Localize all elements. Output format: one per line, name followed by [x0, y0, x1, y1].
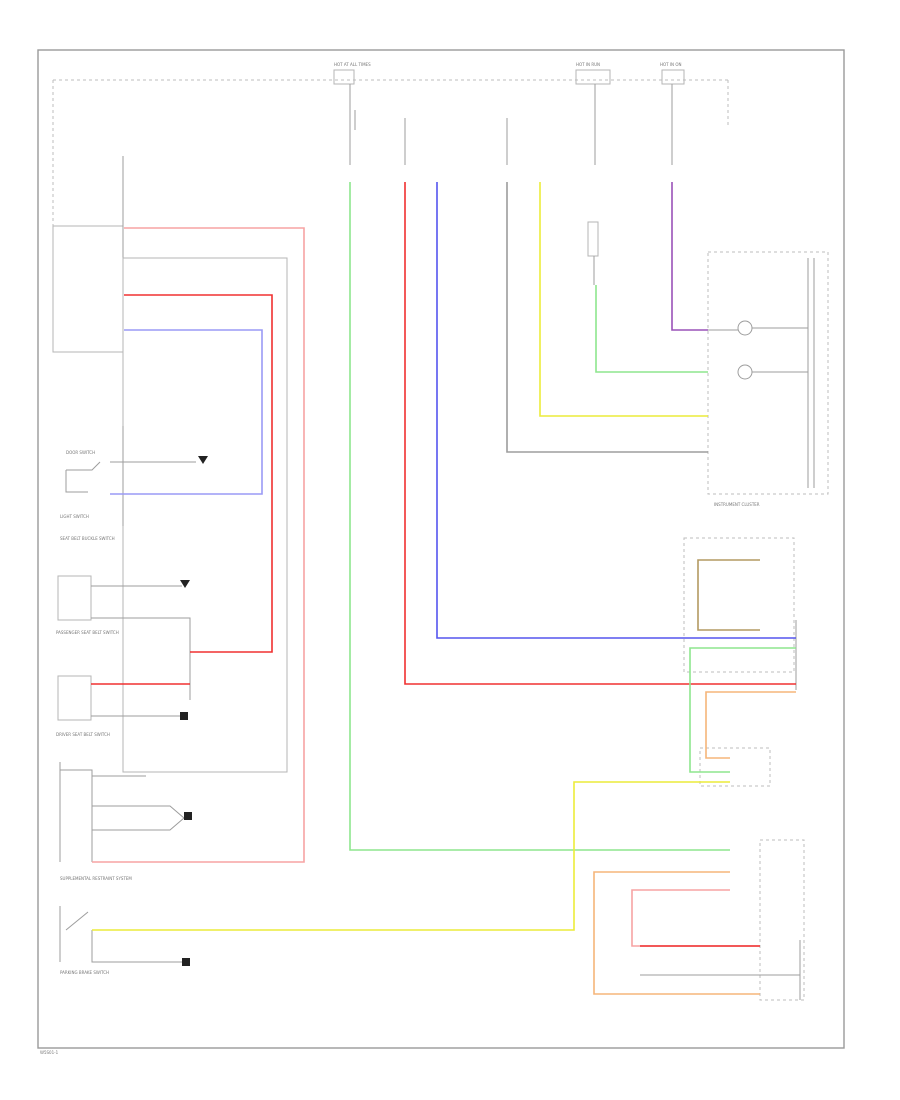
fuse-label-1: HOT AT ALL TIMES — [334, 62, 371, 67]
component-label-buckle-switch: SEAT BELT BUCKLE SWITCH — [60, 536, 115, 541]
power-bus — [52, 79, 729, 350]
component-label-light-switch: LIGHT SWITCH — [60, 514, 89, 519]
warning-lamp-icon — [737, 320, 753, 336]
combination-switch-lower — [59, 762, 192, 862]
gray-wire — [506, 182, 708, 453]
ground-icon — [198, 456, 208, 464]
driver-seat-belt-switch — [57, 675, 188, 721]
green-wire-upper — [595, 285, 708, 373]
resistor-icon — [587, 221, 599, 257]
passenger-seat-belt-switch — [57, 575, 191, 700]
pink-wire-right — [631, 889, 760, 947]
fuse-block-middle — [575, 69, 611, 165]
component-label-door-switch: DOOR SWITCH — [66, 450, 95, 455]
ground-icon — [182, 958, 190, 966]
fuse-block-right — [661, 69, 685, 165]
component-label-driver: DRIVER SEAT BELT SWITCH — [56, 732, 110, 737]
parking-brake-switch — [59, 906, 190, 966]
component-label-parking-brake: PARKING BRAKE SWITCH — [60, 970, 109, 975]
instrument-cluster — [707, 251, 829, 495]
green-wire-loop — [689, 647, 796, 773]
light-blue-wire — [110, 329, 263, 495]
blue-wire — [436, 182, 796, 639]
red-wire-left — [124, 294, 273, 653]
combination-switch-box — [52, 225, 124, 353]
ground-icon — [180, 712, 188, 720]
rear-seat-connector — [699, 747, 771, 787]
fuse-block-left — [333, 69, 356, 165]
purple-wire — [671, 182, 708, 331]
red-wire-right — [404, 182, 796, 685]
brown-wire — [697, 559, 760, 631]
component-label-cluster: INSTRUMENT CLUSTER — [714, 502, 760, 507]
component-label-passenger: PASSENGER SEAT BELT SWITCH — [56, 630, 119, 635]
fuse-label-3: HOT IN ON — [660, 62, 681, 67]
ground-icon — [184, 812, 192, 820]
diagram-frame — [37, 49, 845, 1049]
seat-belt-switch-connector — [759, 839, 805, 1001]
yellow-wire-lower — [92, 781, 730, 931]
fuse-label-2: HOT IN RUN — [576, 62, 600, 67]
seat-belt-lamp-icon — [737, 364, 753, 380]
pink-wire — [92, 227, 305, 863]
front-seat-sensor-connector — [683, 537, 795, 673]
orange-wire-upper — [705, 691, 796, 759]
green-wire — [349, 182, 730, 851]
light-switch — [65, 426, 208, 526]
ground-icon — [180, 580, 190, 588]
diagram-footer-id: W5S01-1 — [40, 1050, 59, 1055]
yellow-wire-upper — [539, 182, 708, 417]
orange-wire-lower — [593, 871, 760, 995]
component-label-srs: SUPPLEMENTAL RESTRAINT SYSTEM — [60, 876, 132, 881]
